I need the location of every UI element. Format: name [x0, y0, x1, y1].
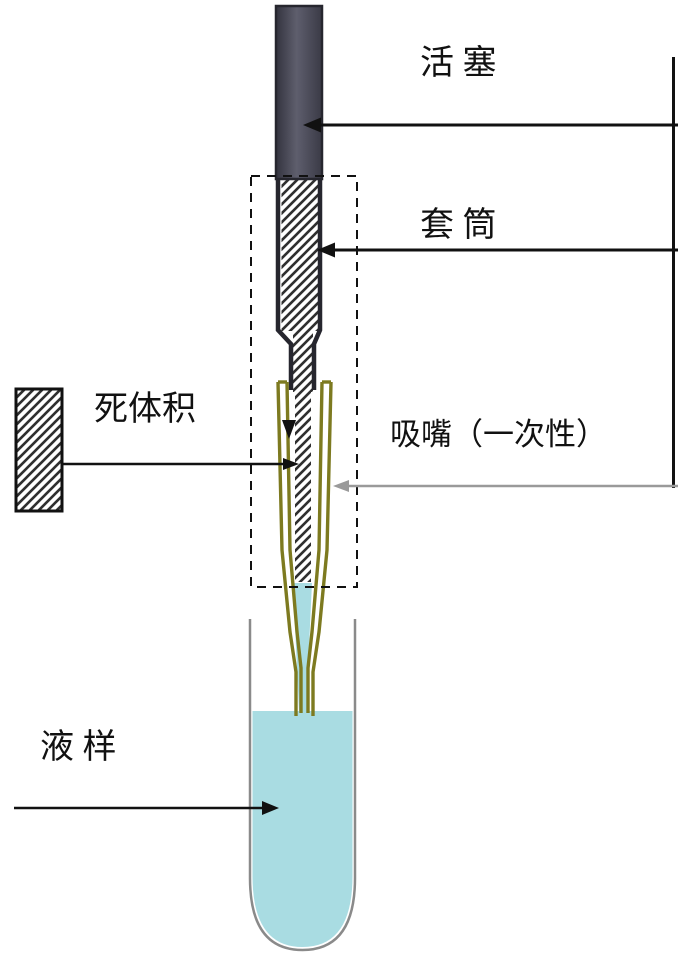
dead-volume-down-arrowhead: [282, 420, 296, 439]
label-tip: 吸嘴（一次性）: [386, 417, 611, 453]
tip-wall-left-outer: [276, 381, 298, 716]
plunger-rod: [274, 4, 324, 181]
piston-pointer: [303, 117, 678, 133]
tip-wall-left-inner: [285, 381, 303, 713]
disposable-tip: [276, 380, 333, 716]
sample-pointer: [14, 801, 279, 815]
piston-pointer-arrowhead: [303, 117, 321, 133]
dead-volume-pointer-arrowhead: [283, 458, 299, 470]
dead-volume-legend-box: [14, 387, 64, 513]
sleeve-pointer-arrowhead: [317, 242, 335, 258]
tip-pointer: [333, 480, 678, 492]
label-dead-volume: 死体积: [94, 391, 196, 428]
plunger-left-edge: [275, 178, 294, 390]
sleeve-pointer: [317, 242, 678, 258]
sample-pointer-arrowhead: [262, 801, 279, 815]
plunger-right-edge: [311, 178, 323, 390]
tip-wall-right-inner: [306, 381, 324, 713]
piston-hatch-stem: [293, 331, 313, 392]
piston-hatch-tip: [295, 392, 311, 582]
piston-hatch-wide: [281, 178, 319, 331]
label-piston: 活 塞: [420, 45, 497, 82]
label-sleeve: 套 筒: [420, 207, 497, 244]
sleeve-dashed-outline: [250, 175, 358, 588]
label-sample: 液 样: [40, 729, 117, 766]
tip-pointer-arrowhead: [333, 480, 349, 492]
tube-liquid-sample: [252, 711, 353, 947]
dead-volume-pointer: [62, 420, 299, 470]
tip-wall-right-outer: [311, 381, 333, 716]
